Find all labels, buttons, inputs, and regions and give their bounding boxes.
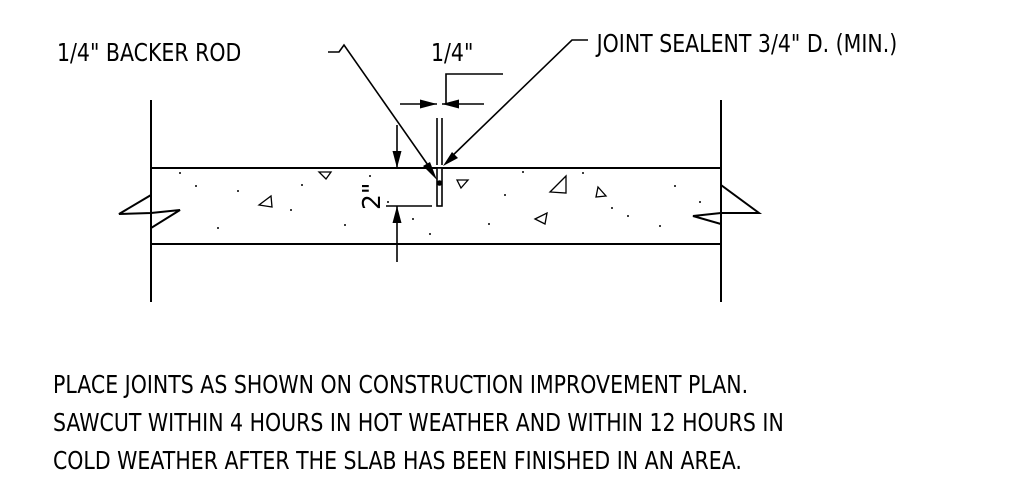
depth-dimension [386,125,432,262]
concrete-aggregate [179,171,701,235]
right-break-line [692,168,763,244]
concrete-slab [118,100,763,302]
backer-rod-leader [328,43,431,169]
sawcut-groove [436,167,443,207]
sealant-leader [447,39,588,161]
general-notes: PLACE JOINTS AS SHOWN ON CONSTRUCTION IM… [53,371,784,475]
left-break-line [118,168,181,244]
backer-rod-arrowhead [423,162,437,180]
note-line-1: PLACE JOINTS AS SHOWN ON CONSTRUCTION IM… [53,371,748,399]
joint-width-dimension [400,73,503,165]
sealant-arrowhead [443,152,458,166]
joint-width-leader [445,73,503,104]
note-line-2: SAWCUT WITHIN 4 HOURS IN HOT WEATHER AND… [53,409,784,437]
joint-width-label: 1/4" [431,39,473,67]
callout-leaders [328,39,588,180]
note-line-3: COLD WEATHER AFTER THE SLAB HAS BEEN FIN… [53,447,742,475]
cut-depth-label: 2" [357,183,386,210]
backer-rod-circle [436,180,443,186]
joint-sealant-label: JOINT SEALENT 3/4" D. (MIN.) [595,30,897,58]
backer-rod-label: 1/4" BACKER ROD [57,39,241,67]
sawcut-joint [436,167,443,207]
